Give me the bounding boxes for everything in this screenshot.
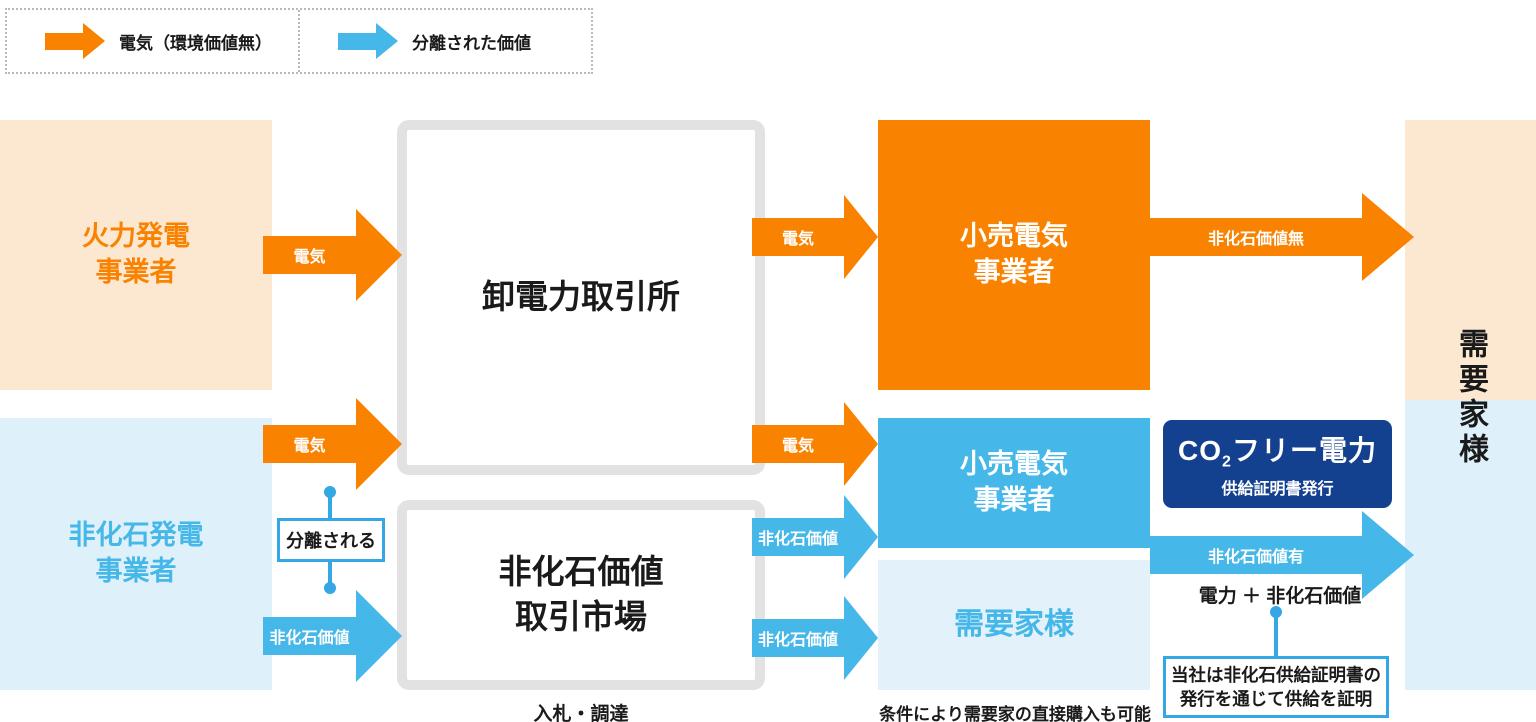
node-nonfossil-generator: 非化石発電 事業者 [0,418,272,690]
legend: 電気（環境価値無） 分離された価値 [5,8,593,74]
arrow-exchange-to-retailer-orange: 電気 [752,195,878,279]
legend-item-separated-value: 分離された価値 [298,10,591,72]
certificate-connector [1270,606,1282,658]
arrow-market-to-consumer: 非化石価値 [752,596,878,680]
direct-purchase-caption: 条件により需要家の直接購入も可能 [879,705,1151,722]
arrow-thermal-to-exchange: 電気 [263,209,402,301]
separated-callout: 分離される [277,518,385,562]
connector-dot [1270,606,1282,618]
co2-free-title: CO2フリー電力 [1178,435,1377,471]
node-thermal-generator: 火力発電 事業者 [0,120,272,390]
connector-dot [324,486,336,498]
node-retailer-orange: 小売電気 事業者 [878,120,1150,390]
arrow-retailer-blue-to-consumer: 非化石価値有 [1150,511,1414,599]
arrow-label: 電気 [781,438,814,455]
node-label-line: 事業者 [95,556,177,586]
consumer-column-bottom [1405,400,1536,690]
node-label-line: 小売電気 [960,449,1068,480]
co2-free-subtitle: 供給証明書発行 [1221,480,1334,498]
arrow-retailer-orange-to-consumer: 非化石価値無 [1150,193,1414,281]
node-label-line: 小売電気 [960,221,1068,252]
arrow-label: 非化石価値 [757,632,838,649]
blue-arrow-icon [338,23,398,59]
legend-item-electricity: 電気（環境価値無） [7,10,298,72]
arrow-label: 非化石価値 [757,531,838,548]
node-label-line: 事業者 [973,257,1055,287]
node-label-line: 事業者 [973,485,1055,515]
node-label-line: 事業者 [95,257,177,287]
arrow-label: 非化石価値 [269,630,350,647]
node-label-line: 卸電力取引所 [482,278,680,316]
certificate-note-line: 当社は非化石供給証明書の [1171,664,1381,685]
arrow-label: 電気 [293,438,326,455]
arrow-label: 非化石価値無 [1207,231,1304,248]
power-plus-value-label: 電力 ＋ 非化石価値 [1198,586,1362,607]
arrow-exchange-to-retailer-blue: 電気 [752,402,878,486]
legend-label-electricity: 電気（環境価値無） [119,33,272,53]
node-label-line: 非化石価値 [498,553,664,591]
bidding-caption: 入札・調達 [533,704,629,722]
connector-dot [324,582,336,594]
node-nonfossil-market: 非化石価値 取引市場 [397,500,765,690]
arrow-nonfossil-to-market: 非化石価値 [263,590,402,682]
node-label-line: 需要家様 [954,608,1074,642]
arrow-label: 非化石価値有 [1207,549,1304,566]
consumer-column-label: 需要家様 [1454,328,1487,468]
node-wholesale-exchange: 卸電力取引所 [397,120,765,475]
co2-free-power-box: CO2フリー電力 供給証明書発行 [1163,420,1392,508]
node-retailer-blue: 小売電気 事業者 [878,418,1150,548]
consumer-column-top [1405,120,1536,400]
arrow-label: 電気 [781,231,814,248]
arrow-nonfossil-to-exchange: 電気 [263,398,402,490]
certificate-note-line: 発行を通じて供給を証明 [1179,689,1373,709]
node-label-line: 取引市場 [515,598,647,635]
arrow-label: 電気 [293,249,326,266]
node-label-line: 火力発電 [82,221,190,252]
node-consumer-direct: 需要家様 [878,560,1150,690]
legend-label-separated-value: 分離された価値 [412,33,531,53]
arrow-market-to-retailer-blue: 非化石価値 [752,495,878,579]
orange-arrow-icon [45,23,105,59]
node-label-line: 非化石発電 [68,520,204,551]
certificate-note: 当社は非化石供給証明書の 発行を通じて供給を証明 [1163,656,1389,718]
